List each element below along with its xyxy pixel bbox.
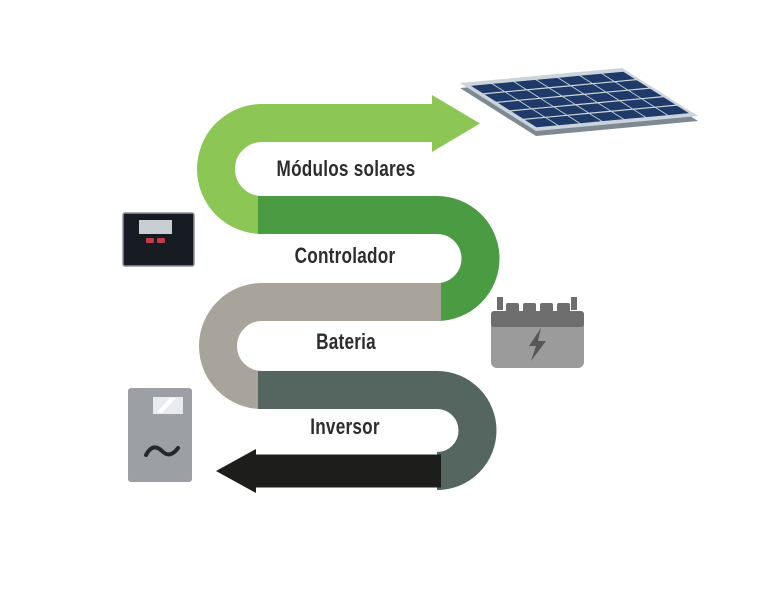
lightning-bolt-icon [529,328,546,361]
sine-wave-icon [144,445,180,457]
solar-cell [656,105,689,116]
solar-cell [629,88,662,99]
solar-cell [528,88,561,98]
flow-segment-controller [258,196,500,321]
solar-cell [546,115,580,126]
solar-cell [580,73,614,84]
solar-cell [536,77,570,88]
battery-cell-cap [557,303,570,313]
controller-display [139,220,172,234]
solar-cell [470,83,504,94]
solar-cell [634,107,667,118]
battery-icon [491,297,584,368]
solar-cell [555,105,588,115]
controller-led-left [146,238,154,243]
label-inversor: Inversor [310,414,380,439]
solar-cell [492,81,526,92]
flow-segment-battery [199,283,441,409]
solar-cell [621,99,654,109]
solar-cell [558,75,592,86]
solar-cell [585,92,619,103]
flow-segment-modules [197,104,440,234]
battery-cell-cap [506,303,519,313]
solar-cell [568,113,602,124]
solar-cell [599,101,632,111]
inverter-display-shine [157,398,176,413]
label-bateria: Bateria [316,329,376,354]
solar-cell [590,111,624,122]
battery-cell-cap [523,303,536,313]
solar-panel-cells [470,71,689,128]
flow-arrowhead-to-panel-icon [432,95,480,152]
controller-led-right [157,238,165,243]
charge-controller-icon [122,212,195,267]
solar-cell [484,92,517,102]
flow-arrowhead-output-left [216,449,256,493]
solar-cell [572,84,605,94]
solar-cell [514,79,548,90]
solar-cell [533,107,566,117]
solar-cell [577,103,610,113]
inverter-icon [128,388,192,482]
label-controlador: Controlador [294,243,396,268]
battery-terminal-right [571,297,577,310]
solar-cell [643,97,676,107]
solar-cell [563,94,597,105]
solar-cell [524,117,558,128]
solar-cell [497,100,531,111]
solar-cell [612,109,645,120]
flow-segment-inverter [258,371,497,490]
solar-cell [506,90,539,100]
solar-cell [616,80,649,90]
solar-cell [602,71,636,82]
battery-terminal-left [497,297,503,310]
solar-panel-icon [460,68,698,136]
battery-top-cap [491,311,584,327]
battery-cell-cap [540,303,553,313]
solar-cell [607,90,641,101]
solar-cell [519,98,553,109]
solar-cell [541,96,575,107]
solar-cell [511,109,544,119]
label-modulos-solares: Módulos solares [276,156,416,181]
solar-cell [550,86,583,96]
solar-cell [594,82,627,92]
